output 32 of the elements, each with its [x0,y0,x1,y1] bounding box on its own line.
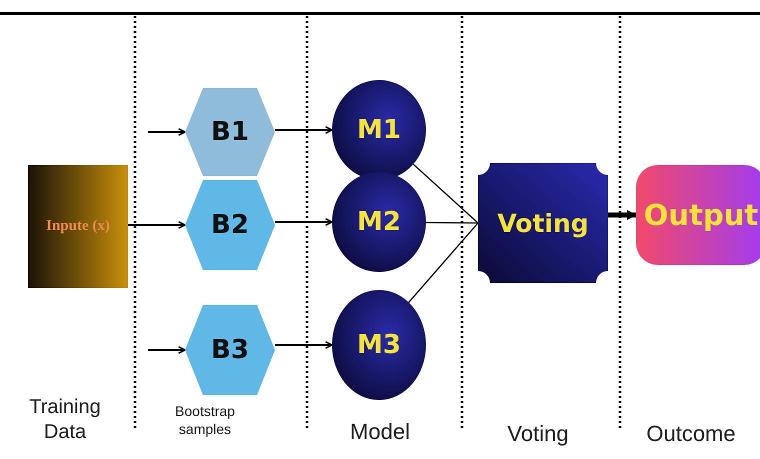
node-label: Inpute (x) [46,218,110,235]
column-heading: Training Data [28,395,102,445]
arrow [128,221,186,229]
hexagon-node [185,305,275,395]
arrow [148,128,186,136]
arrow [148,346,186,354]
model-circle [332,290,426,400]
node-label: B2 [211,210,249,240]
node-label: M3 [357,330,401,360]
input-box [28,165,128,288]
node-label: M2 [357,207,401,237]
arrow [275,341,333,349]
column-heading: Voting [506,420,570,448]
voting-box [478,163,608,283]
output-box [636,165,760,265]
column-heading: Bootstrap samples [174,403,236,438]
column-heading: Outcome [645,420,737,448]
hexagon-node [185,88,275,176]
connector-line [425,222,478,224]
hexagon-node [185,180,275,270]
node-label: Voting [497,208,589,238]
node-label: B1 [211,117,249,147]
node-label: M1 [357,115,401,145]
arrow [275,126,333,134]
arrow [608,210,637,220]
connector-line [408,222,478,304]
column-heading: Model [349,418,411,446]
node-label: B3 [211,335,249,365]
arrow [275,218,333,226]
connector-line [412,163,478,224]
model-circle [332,172,426,272]
node-label: Output [644,198,758,232]
